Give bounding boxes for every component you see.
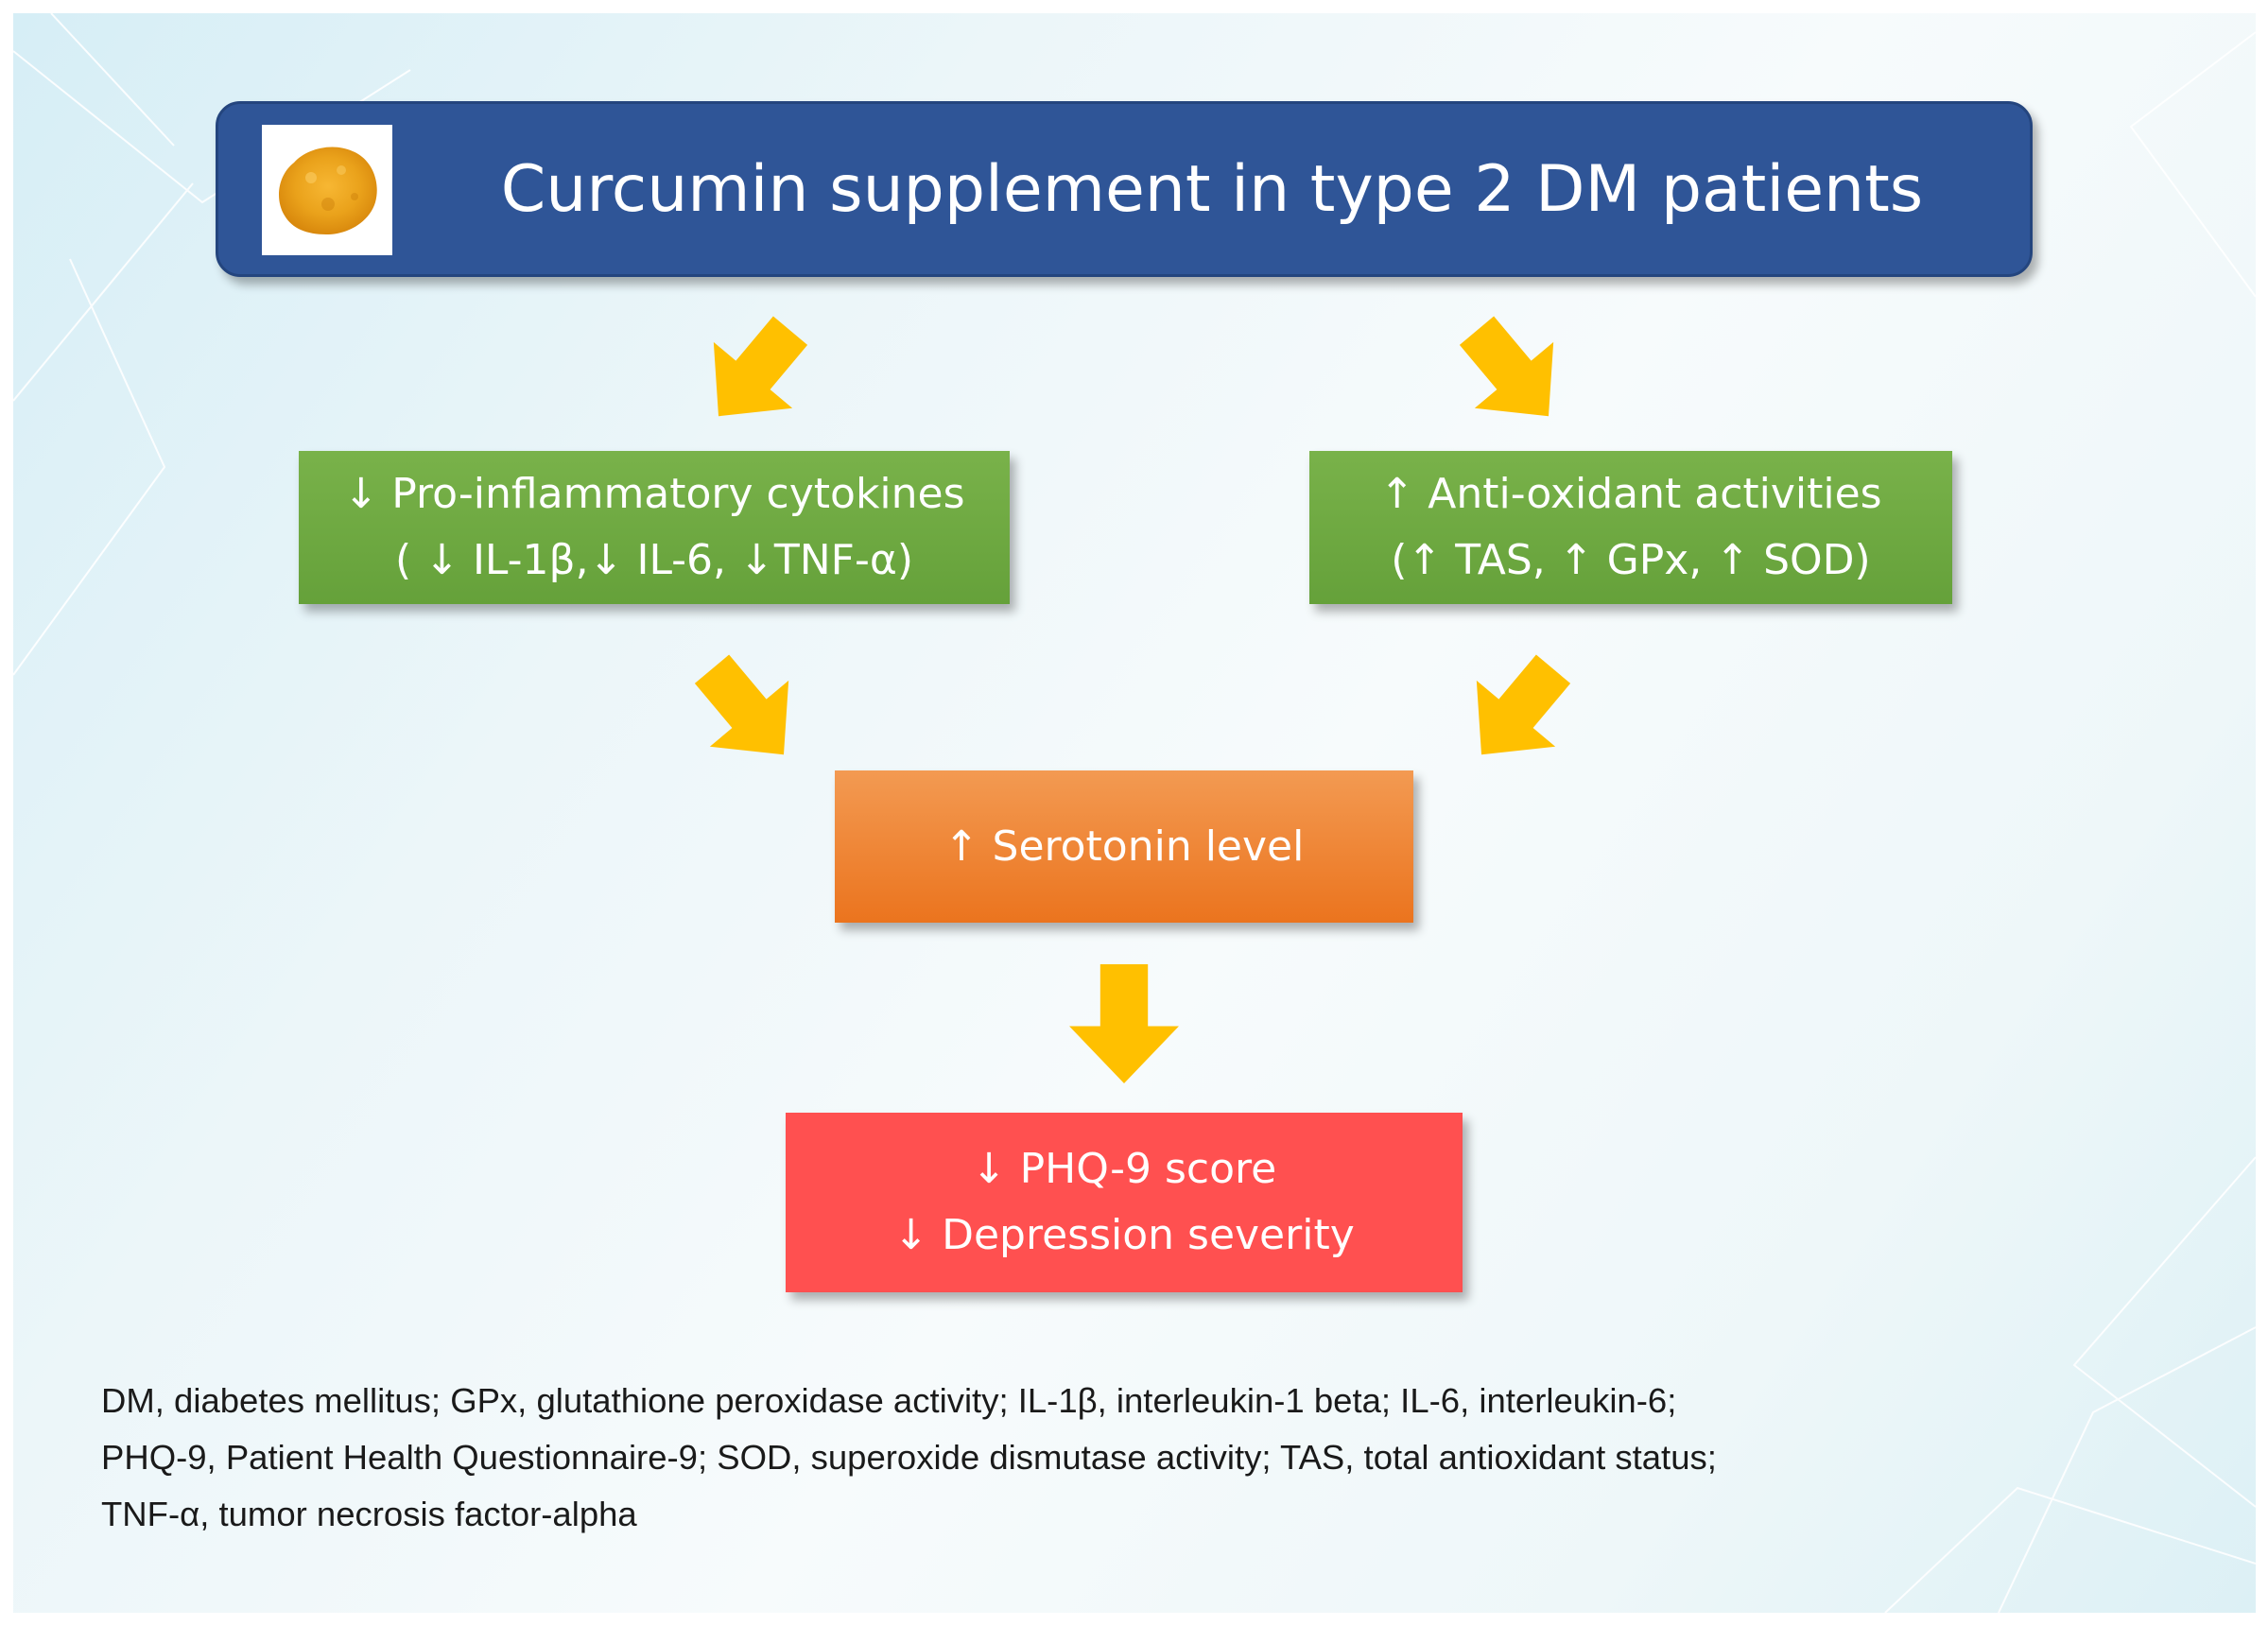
inflammation-line-2: ( ↓ IL-1β,↓ IL-6, ↓TNF-α) [394, 536, 914, 584]
antioxidant-line-2: (↑ TAS, ↑ GPx, ↑ SOD) [1391, 536, 1871, 584]
title-box: Curcumin supplement in type 2 DM patient… [216, 101, 2033, 277]
arrow-down-left-icon [713, 316, 808, 417]
footnote-line-2: PHQ-9, Patient Health Questionnaire-9; S… [101, 1438, 1717, 1477]
footnote-line-1: DM, diabetes mellitus; GPx, glutathione … [101, 1381, 1677, 1420]
antioxidant-line-1: ↑ Anti-oxidant activities [1379, 470, 1882, 518]
abbreviations-footnote: DM, diabetes mellitus; GPx, glutathione … [101, 1373, 2134, 1543]
turmeric-powder-image [262, 125, 392, 255]
page-title: Curcumin supplement in type 2 DM patient… [500, 151, 1924, 227]
footnote-line-3: TNF-α, tumor necrosis factor-alpha [101, 1495, 637, 1533]
inflammation-line-1: ↓ Pro-inflammatory cytokines [343, 470, 965, 518]
arrow-down-left-icon [1476, 654, 1571, 755]
serotonin-line-1: ↑ Serotonin level [944, 822, 1305, 871]
serotonin-box: ↑ Serotonin level [835, 770, 1413, 923]
arrow-down-right-icon [1459, 316, 1554, 417]
arrow-down-right-icon [694, 654, 789, 755]
outcome-box: ↓ PHQ-9 score ↓ Depression severity [786, 1113, 1463, 1292]
inflammation-box: ↓ Pro-inflammatory cytokines ( ↓ IL-1β,↓… [299, 451, 1010, 604]
antioxidant-box: ↑ Anti-oxidant activities (↑ TAS, ↑ GPx,… [1309, 451, 1952, 604]
slide-background: Curcumin supplement in type 2 DM patient… [13, 13, 2256, 1613]
outcome-line-2: ↓ Depression severity [893, 1211, 1355, 1259]
arrow-down-icon [1069, 964, 1179, 1083]
outcome-line-1: ↓ PHQ-9 score [971, 1145, 1277, 1193]
